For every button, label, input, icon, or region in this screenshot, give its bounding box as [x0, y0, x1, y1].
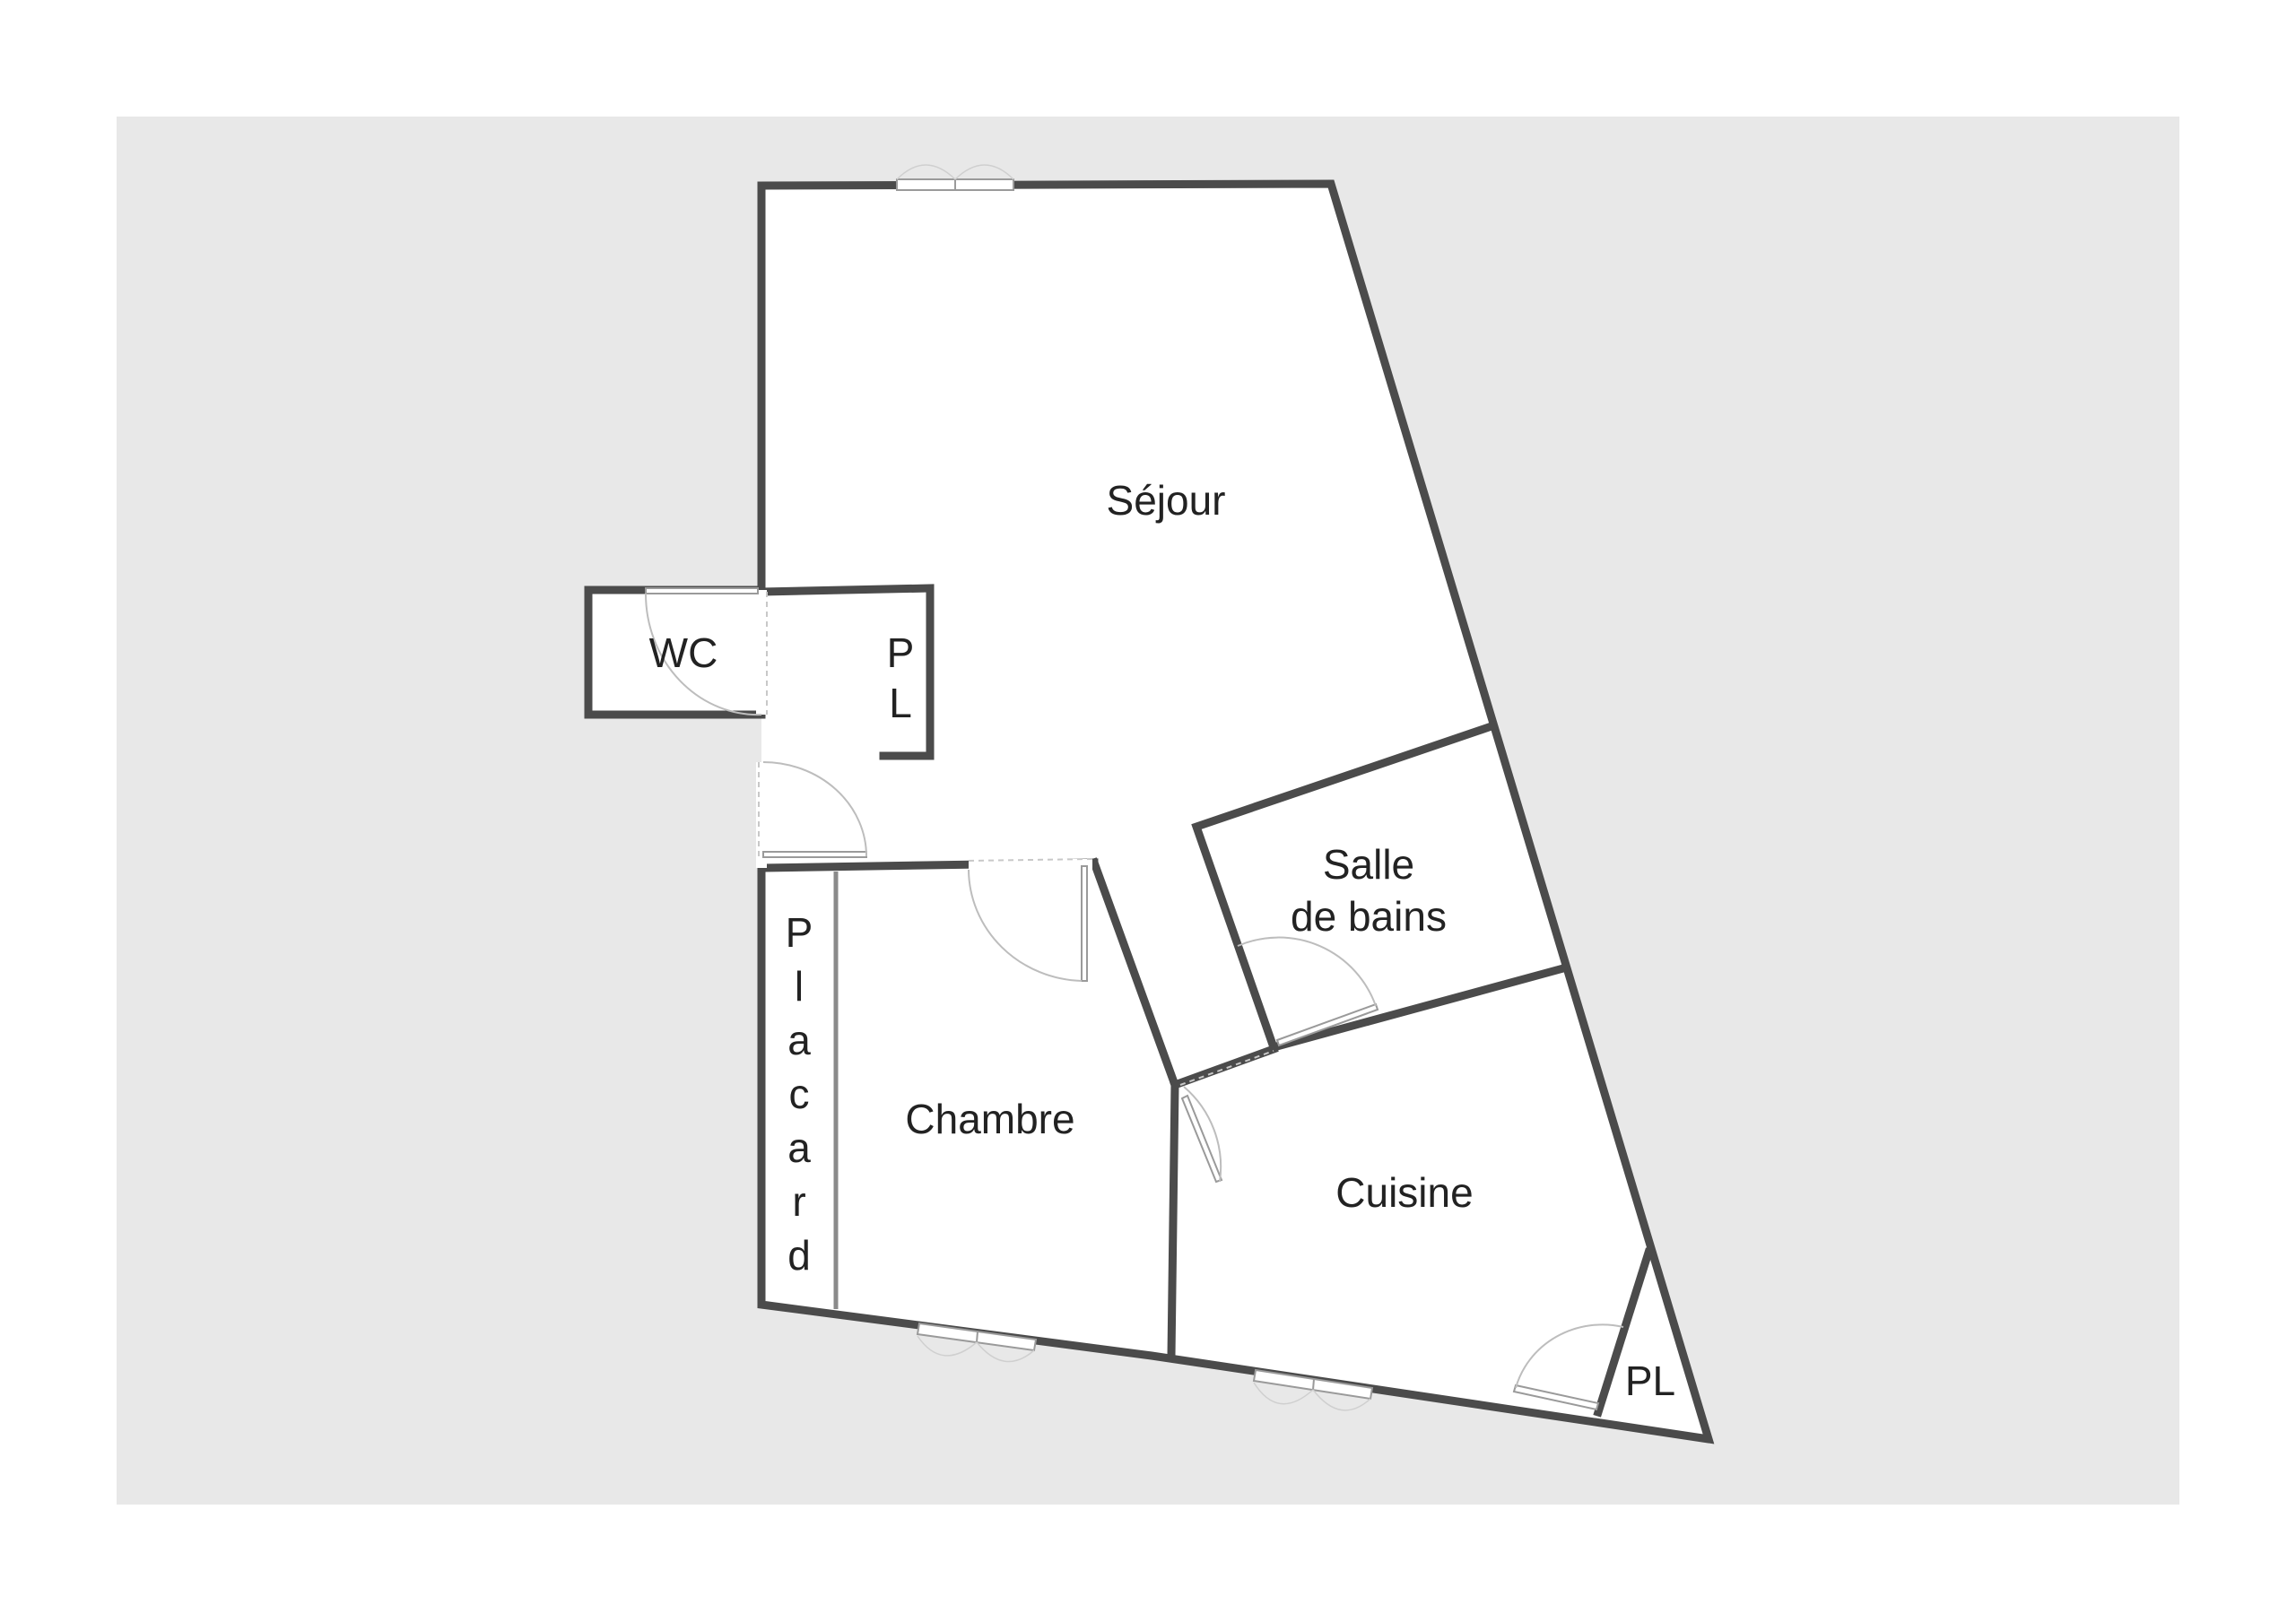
room-label-salle-2: de bains — [1291, 893, 1447, 940]
placard-letter: l — [795, 963, 804, 1010]
room-label-wc: WC — [649, 629, 718, 676]
sejour-window — [896, 164, 1014, 191]
pl-cuisine-wall — [1593, 1247, 1654, 1418]
placard-letter: c — [789, 1071, 810, 1117]
chambre-door — [968, 858, 1093, 982]
corridor-wall — [1170, 1044, 1279, 1090]
salle-de-bains-door — [1237, 936, 1379, 1047]
placard-letter: r — [792, 1178, 805, 1225]
salle-de-bains-wall — [1191, 721, 1569, 1053]
room-label-chambre: Chambre — [905, 1096, 1074, 1142]
placard-letter: P — [786, 909, 813, 956]
wc-placard-wall — [757, 584, 935, 760]
room-label-placard-small-2: L — [889, 680, 912, 726]
placard-letter: d — [787, 1232, 811, 1279]
room-label-sejour: Séjour — [1107, 477, 1226, 524]
wc-door-opening — [756, 590, 767, 715]
entry-door — [758, 761, 867, 861]
exterior-wall — [757, 179, 1715, 1444]
chambre-door-opening — [969, 859, 1092, 872]
room-label-salle-1: Salle — [1323, 841, 1414, 888]
pl-cuisine-door — [1512, 1323, 1624, 1411]
placard-letter: a — [787, 1124, 811, 1171]
placard-letter: a — [787, 1017, 811, 1063]
room-label-pl-cuisine: PL — [1625, 1357, 1675, 1404]
wc-floor — [588, 590, 765, 715]
room-label-placard-small-1: P — [887, 629, 915, 676]
chambre-window — [916, 1322, 1038, 1363]
room-label-cuisine: Cuisine — [1335, 1169, 1473, 1216]
wc-door — [645, 587, 768, 716]
cuisine-window — [1252, 1368, 1374, 1411]
cuisine-door — [1179, 1050, 1274, 1184]
